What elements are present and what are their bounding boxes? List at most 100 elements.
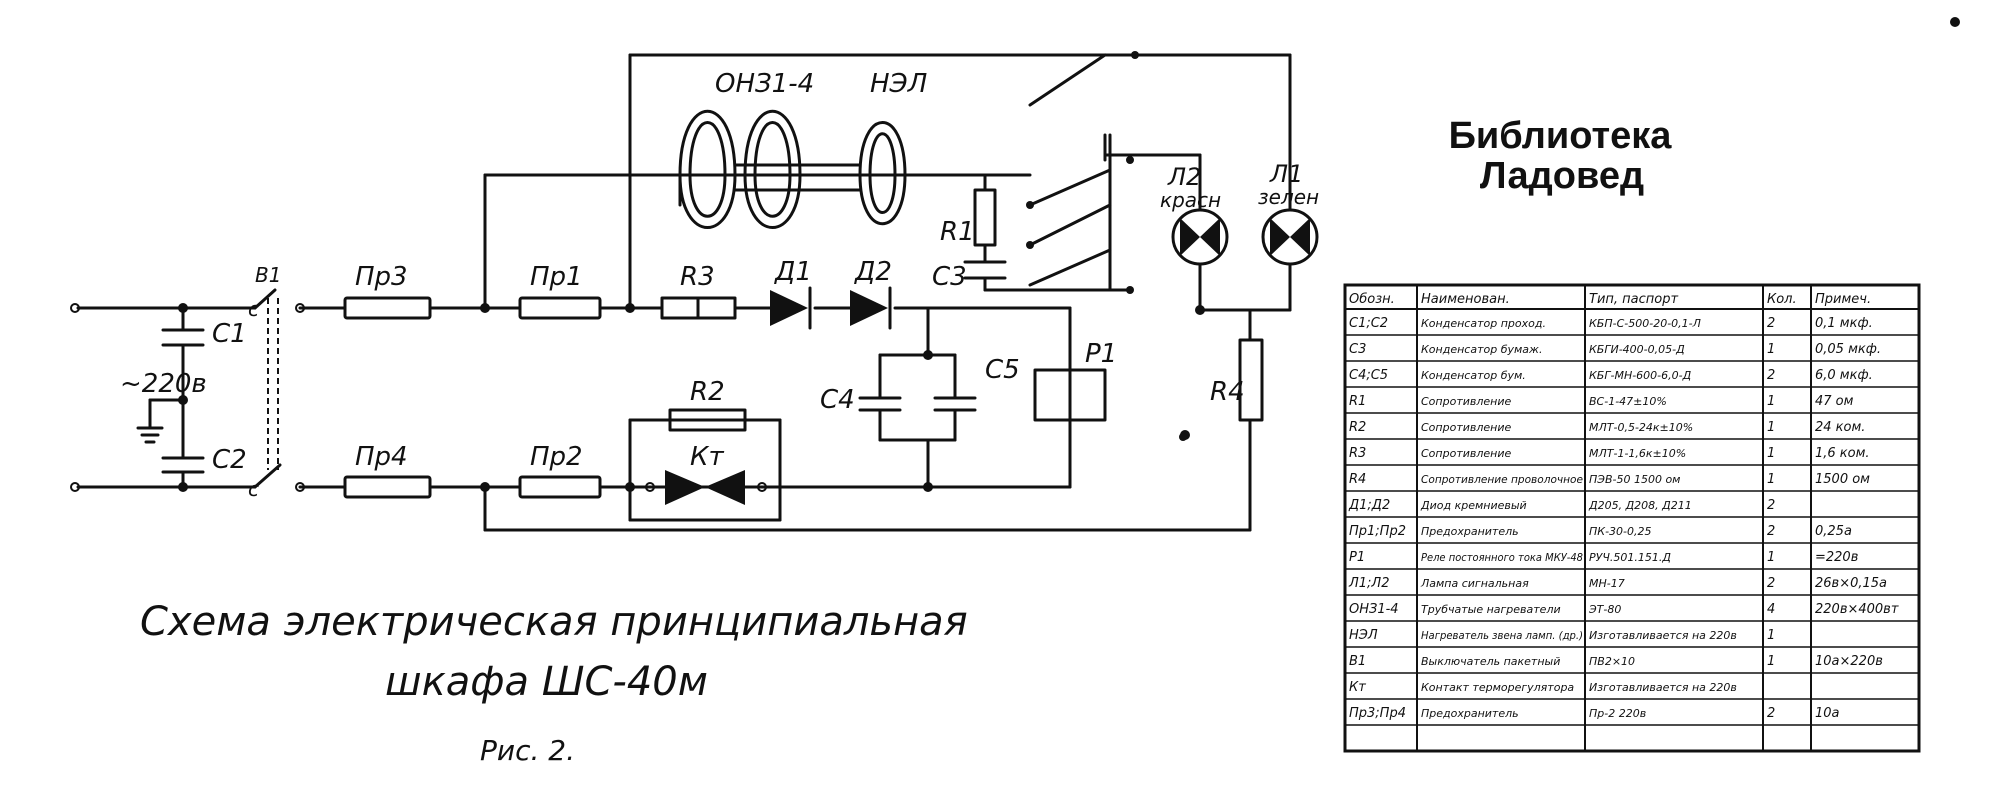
label-onz: ОНЗ1-4 <box>715 69 814 99</box>
table-cell: Контакт терморегулятора <box>1421 681 1574 694</box>
table-cell: Сопротивление проволочное <box>1421 473 1583 486</box>
label-l2-color: красн <box>1160 188 1221 212</box>
table-cell: Конденсатор бум. <box>1421 369 1526 382</box>
table-cell: ПК-30-0,25 <box>1589 525 1652 538</box>
fuse-pr3 <box>343 296 432 320</box>
table-cell: 2 <box>1767 524 1775 539</box>
table-cell: КБГИ-400-0,05-Д <box>1589 343 1685 356</box>
table-cell: МН-17 <box>1589 577 1625 590</box>
label-d2: Д2 <box>854 257 892 287</box>
label-switch-c-bottom: с <box>248 477 259 501</box>
table-cell: 6,0 мкф. <box>1815 368 1873 383</box>
table-header-cell: Тип, паспорт <box>1589 292 1678 307</box>
circuit-wiring <box>76 53 1292 532</box>
table-cell: КБГ-МН-600-6,0-Д <box>1589 369 1692 382</box>
table-frame <box>1343 283 1921 753</box>
table-header-cell: Наименован. <box>1421 292 1510 307</box>
table-cell: Реле постоянного тока МКУ-48 <box>1421 551 1583 564</box>
label-p1: P1 <box>1085 339 1117 369</box>
speck <box>1950 17 1960 27</box>
table-cell: В1 <box>1349 654 1366 669</box>
diode-d1 <box>770 286 812 330</box>
lamp-l1 <box>1261 208 1319 266</box>
table-cell: Пр3;Пр4 <box>1349 706 1406 721</box>
supply-voltage-label: ~220в <box>120 369 207 399</box>
table-cell: КБП-С-500-20-0,1-Л <box>1589 317 1701 330</box>
table-cell: 1500 ом <box>1815 472 1870 487</box>
table-cell: Сопротивление <box>1421 421 1511 434</box>
table-cell: Сопротивление <box>1421 447 1511 460</box>
input-terminals <box>70 303 80 492</box>
label-r2: R2 <box>690 377 725 407</box>
table-cell: 0,25а <box>1815 524 1852 539</box>
heaters-onz <box>678 110 832 229</box>
table-cell: Диод кремниевый <box>1420 499 1527 512</box>
table-cell: ПВ2×10 <box>1589 655 1635 668</box>
table-cell: 26в×0,15а <box>1815 576 1887 591</box>
table-cell: 1 <box>1767 550 1775 565</box>
label-switch-c-top: с <box>248 297 259 321</box>
label-c2: C2 <box>212 445 247 475</box>
switch-contacts <box>1026 51 1139 294</box>
table-cell: Пр-2 220в <box>1589 707 1646 720</box>
table-cell: ЭТ-80 <box>1588 603 1621 616</box>
table-cell: Предохранитель <box>1421 707 1519 720</box>
table-cell: 1 <box>1767 420 1775 435</box>
table-cell: 1 <box>1767 628 1775 643</box>
table-cell: Д1;Д2 <box>1348 498 1390 513</box>
label-l2: Л2 <box>1167 163 1201 191</box>
table-cell: Л1;Л2 <box>1348 576 1389 591</box>
table-cell: 1 <box>1767 394 1775 409</box>
label-c4: C4 <box>820 385 855 415</box>
table-cell: Сопротивление <box>1421 395 1511 408</box>
label-pr4: Пр4 <box>355 442 408 472</box>
table-cell: 2 <box>1767 368 1775 383</box>
table-cell: 2 <box>1767 706 1775 721</box>
table-cell: 1 <box>1767 472 1775 487</box>
label-pr3: Пр3 <box>355 262 408 292</box>
table-cell: Изготавливается на 220в <box>1589 681 1737 694</box>
fuse-pr4 <box>343 475 432 499</box>
table-cell: 2 <box>1767 316 1775 331</box>
table-cell: 4 <box>1767 602 1775 617</box>
table-cell: 1 <box>1767 342 1775 357</box>
table-cell: C4;C5 <box>1349 368 1388 383</box>
table-cell: 10а×220в <box>1815 654 1883 669</box>
junction-dots <box>178 303 1205 492</box>
capacitor-c4 <box>858 396 902 412</box>
table-cell: C3 <box>1349 342 1366 357</box>
label-kt: Кт <box>690 442 724 472</box>
capacitor-c5 <box>933 396 977 412</box>
table-cell: Кт <box>1349 680 1366 695</box>
caption-figure: Рис. 2. <box>480 734 575 767</box>
table-cell: 2 <box>1767 576 1775 591</box>
table-cell: R1 <box>1349 394 1366 409</box>
table-cell: Предохранитель <box>1421 525 1519 538</box>
table-cell: Лампа сигнальная <box>1420 577 1529 590</box>
label-l1: Л1 <box>1269 160 1303 188</box>
fuse-pr1 <box>518 296 602 320</box>
table-cell: Д205, Д208, Д211 <box>1588 499 1692 512</box>
table-cell: Конденсатор проход. <box>1421 317 1546 330</box>
table-cell: 1,6 ком. <box>1815 446 1870 461</box>
table-cell: ПЭВ-50 1500 ом <box>1589 473 1680 486</box>
table-cell: Трубчатые нагреватели <box>1421 603 1561 616</box>
label-r3: R3 <box>680 262 715 292</box>
capacitor-c2 <box>161 456 205 474</box>
label-nel: НЭЛ <box>870 69 927 99</box>
label-l1-color: зелен <box>1258 185 1319 209</box>
resistor-r2 <box>668 408 747 432</box>
table-header-cell: Кол. <box>1767 292 1797 307</box>
table-cell: ВС-1-47±10% <box>1589 395 1667 408</box>
table-cell: 220в×400вт <box>1815 602 1899 617</box>
label-c3: C3 <box>932 262 967 292</box>
table-cell: R3 <box>1349 446 1366 461</box>
table-cell: 1 <box>1767 446 1775 461</box>
caption-line-2: шкафа ШС-40м <box>385 659 708 705</box>
label-r4: R4 <box>1210 377 1245 407</box>
capacitor-c3 <box>963 260 1007 280</box>
resistor-r1 <box>973 188 997 247</box>
table-cell: 24 ком. <box>1815 420 1865 435</box>
watermark-line-2: Ладовед <box>1480 155 1644 197</box>
